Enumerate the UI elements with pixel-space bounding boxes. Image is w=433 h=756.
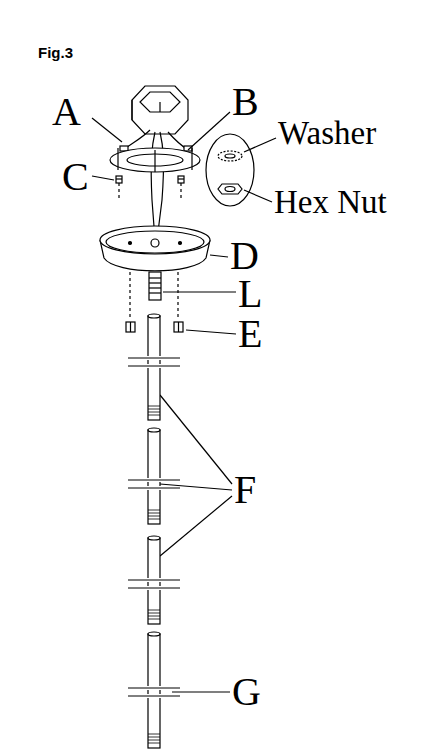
thread [148, 513, 160, 514]
wires [120, 130, 192, 240]
pipe [148, 316, 160, 420]
break-mark [128, 696, 180, 697]
part-letter: L [238, 274, 262, 314]
part-letter: F [234, 470, 256, 510]
thread [148, 610, 160, 611]
crossbar-plate [110, 148, 200, 172]
pipe-end [148, 632, 160, 636]
screws [116, 176, 184, 200]
part-letter: A [52, 92, 81, 132]
pipe-segments [128, 314, 180, 748]
leader-lines [92, 112, 236, 692]
thread [148, 406, 160, 407]
figure-title: Fig.3 [38, 44, 73, 61]
break-mark [128, 588, 180, 589]
part-name: Washer [278, 117, 376, 150]
threaded-nipple [149, 272, 161, 300]
break-mark [128, 366, 180, 367]
junction-box [132, 86, 188, 134]
thread [148, 409, 160, 410]
thread [148, 510, 160, 511]
part-letter: B [232, 82, 259, 122]
thread [148, 737, 160, 738]
pipe-end [148, 428, 160, 432]
canopy [100, 226, 210, 318]
break-mark [128, 480, 180, 481]
thread [148, 740, 160, 741]
part-letter: D [230, 236, 259, 276]
break-mark [128, 688, 180, 689]
pipe [148, 538, 160, 624]
thread [148, 415, 160, 416]
thread [148, 516, 160, 517]
thread [148, 519, 160, 520]
thread [148, 743, 160, 744]
pipe [148, 430, 160, 524]
break-mark [128, 580, 180, 581]
pipe-end [148, 314, 160, 318]
thread [148, 616, 160, 617]
break-mark [128, 358, 180, 359]
pipe-end [148, 536, 160, 540]
thread [148, 734, 160, 735]
thread [148, 412, 160, 413]
part-letter: G [232, 672, 261, 712]
part-letter: C [62, 157, 89, 197]
thread [148, 619, 160, 620]
pipe [148, 634, 160, 748]
part-letter: E [238, 314, 262, 354]
thread [148, 613, 160, 614]
part-name: Hex Nut [274, 186, 387, 219]
break-mark [128, 488, 180, 489]
detail-callout [206, 134, 276, 206]
